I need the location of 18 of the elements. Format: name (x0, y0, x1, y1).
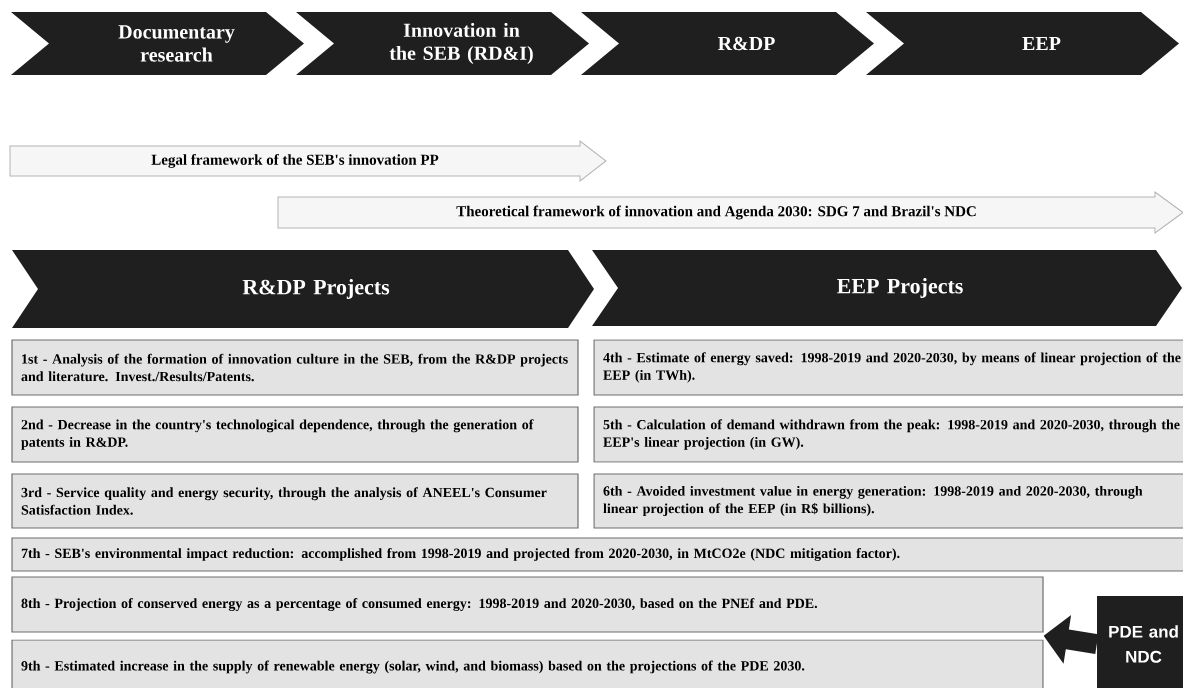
source-box: PDE and NDC (1097, 596, 1183, 688)
chevron-step: EEP Projects (592, 250, 1182, 326)
chevron-step: Innovation in the SEB (RD&I) (296, 12, 589, 75)
chevron-step: EEP (866, 12, 1179, 75)
chevron-step: Documentary research (11, 12, 304, 75)
arrow-band: Theoretical framework of innovation and Agenda 2030: SDG 7 and Brazil's NDC (277, 191, 1183, 234)
arrow-band: Legal framework of the SEB's innovation PP (9, 140, 607, 182)
text-box: 3rd - Service quality and energy security, through the analysis of ANEEL's Consumer Satisfaction Index. (11, 473, 579, 529)
text-box: 1st - Analysis of the formation of innovation culture in the SEB, from the R&DP projects and literature. Invest./Results/Patents. (11, 339, 579, 396)
text-box: 7th - SEB's environmental impact reduction: accomplished from 1998-2019 and projected from 2020-2030, in MtCO2e (NDC mitigation factor). (11, 537, 1183, 572)
text-box: 6th - Avoided investment value in energy generation: 1998-2019 and 2020-2030, through linear projection of the EEP (in R$ billions). (593, 473, 1183, 529)
text-box: 2nd - Decrease in the country's technological dependence, through the generation of patents in R&DP. (11, 406, 579, 463)
chevron-step: R&DP Projects (12, 250, 594, 328)
text-box: 9th - Estimated increase in the supply of renewable energy (solar, wind, and biomass) based on the projections of the PDE 2030. (11, 639, 1044, 688)
text-box: 4th - Estimate of energy saved: 1998-2019 and 2020-2030, by means of linear projection of the EEP (in TWh). (593, 339, 1183, 396)
text-box: 8th - Projection of conserved energy as a percentage of consumed energy: 1998-2019 and 2020-2030, based on the PNEf and PDE. (11, 576, 1044, 633)
chevron-step: R&DP (581, 12, 874, 75)
text-box: 5th - Calculation of demand withdrawn from the peak: 1998-2019 and 2020-2030, through the EEP's linear projection (in GW). (593, 406, 1183, 463)
